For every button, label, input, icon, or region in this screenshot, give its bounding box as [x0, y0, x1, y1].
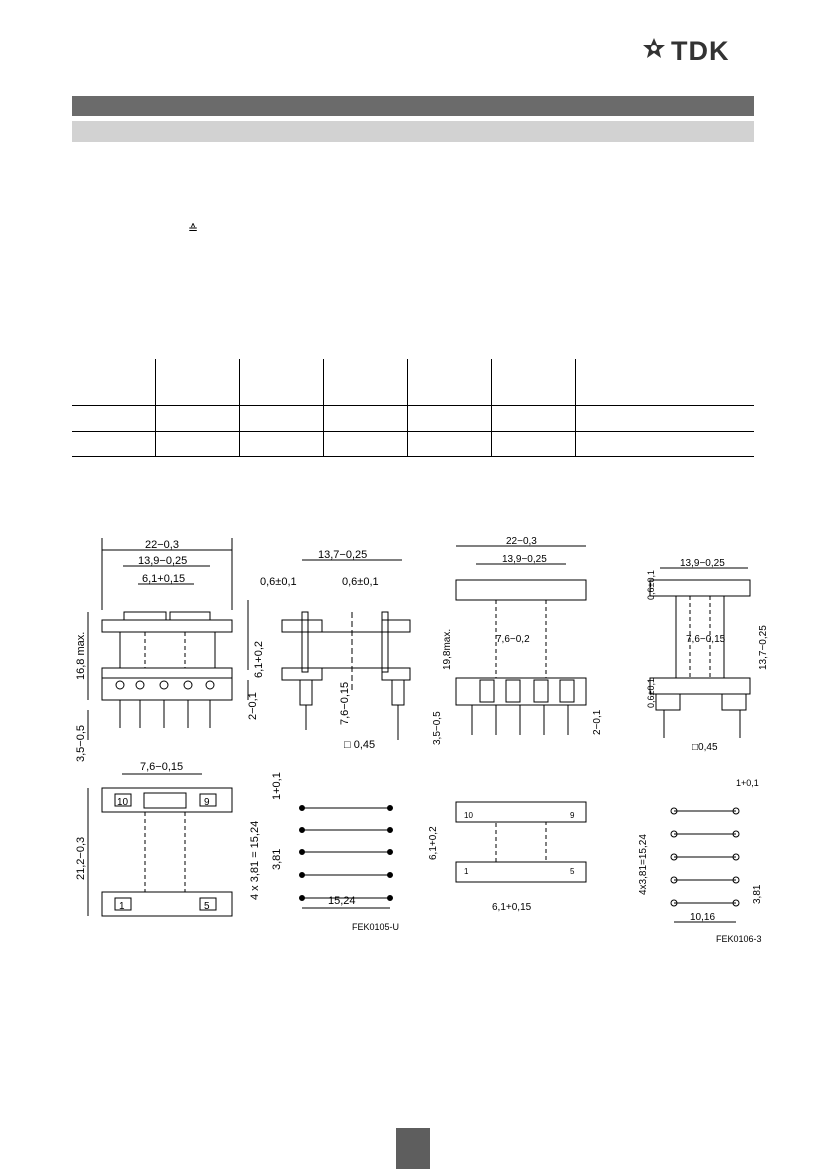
table-cell	[575, 431, 754, 457]
table-cell	[72, 359, 156, 406]
dim-inner: 13,9−0,25	[138, 555, 187, 567]
side-left: 0,6±0,1	[260, 576, 297, 588]
side-right: 0,6±0,1	[342, 576, 379, 588]
table-cell	[155, 431, 240, 457]
right-front-view: 22−0,3 13,9−0,25 7,6−0,2 19,8max. 3,5−0,…	[432, 536, 603, 745]
r-side-top: 0,6±0,1	[646, 570, 656, 600]
subtitle-bar	[72, 121, 754, 142]
top-core: 7,6−0,15	[140, 761, 183, 773]
grid-total: 4 x 3,81 = 15,24	[249, 821, 261, 900]
left-top-view: 7,6−0,15 10 9 1 5 21,2−0,3	[75, 761, 233, 917]
table-cell	[575, 405, 754, 432]
r-dim-inner: 13,9−0,25	[502, 554, 547, 565]
pin-label-9: 9	[204, 797, 210, 808]
pin-label-5: 5	[204, 901, 210, 912]
dim-height: 16,8 max.	[75, 632, 87, 680]
table-cell	[155, 405, 240, 432]
r-side-core: 7,6−0,15	[686, 634, 726, 645]
r-dim-flange: 2−0,1	[592, 709, 603, 735]
table-cell	[239, 359, 324, 406]
grid-pitch: 3,81	[271, 849, 283, 870]
r-side-bottom: 0,6±0,1	[646, 678, 656, 708]
grid-width: 15,24	[328, 895, 356, 907]
corresponds-symbol: ≙	[188, 222, 199, 236]
r-pin-label-1: 1	[464, 867, 469, 876]
tdk-wordmark: TDK	[671, 36, 730, 66]
r-dim-height: 19,8max.	[442, 629, 453, 670]
pin-label-1: 1	[119, 901, 125, 912]
right-side-view: 13,9−0,25 7,6−0,15 0,6±0,1 13,7−0,25 0,6…	[646, 558, 769, 753]
dim-pin-span: 6,1+0,15	[142, 573, 185, 585]
top-depth: 21,2−0,3	[75, 837, 87, 880]
table-cell	[72, 405, 156, 432]
r-top-left-depth: 6,1+0,2	[428, 826, 439, 860]
r-dim-width: 22−0,3	[506, 536, 537, 547]
grid-offset: 1+0,1	[271, 772, 283, 800]
r-side-width: 13,9−0,25	[680, 558, 725, 569]
r-top-core: 6,1+0,15	[492, 902, 532, 913]
left-pin-grid: 1+0,1 4 x 3,81 = 15,24 3,81 15,24 FEK010…	[249, 772, 399, 932]
table-header-row	[72, 359, 754, 406]
table-cell	[72, 431, 156, 457]
table-row	[72, 431, 754, 457]
r-grid-total: 4x3,81=15,24	[638, 834, 649, 895]
r-grid-width: 10,16	[690, 912, 715, 923]
side-pin: □ 0,45	[344, 739, 375, 751]
right-pin-grid: 1+0,1 4x3,81=15,24 3,81 10,16 FEK0106-3	[638, 778, 763, 944]
table-row	[72, 405, 754, 432]
table-cell	[155, 359, 240, 406]
table-cell	[407, 405, 492, 432]
table-cell	[323, 405, 408, 432]
side-core: 7,6−0,15	[339, 682, 351, 725]
tdk-logo-mark	[643, 38, 665, 58]
r-drawing-code: FEK0106-3	[716, 934, 762, 944]
r-dim-pin-len: 3,5−0,5	[432, 711, 443, 745]
r-side-height: 13,7−0,25	[758, 625, 769, 670]
spec-table	[72, 359, 754, 457]
dim-pin-length: 3,5−0,5	[75, 725, 87, 762]
table-cell	[491, 431, 576, 457]
table-cell	[491, 405, 576, 432]
r-side-pin: □0,45	[692, 742, 718, 753]
dim-width: 22−0,3	[145, 539, 179, 551]
dim-flange: 2−0,1	[247, 692, 259, 720]
r-grid-offset: 1+0,1	[736, 778, 759, 788]
table-cell	[407, 359, 492, 406]
right-top-view: 10 9 1 5 6,1+0,2 6,1+0,15	[428, 801, 587, 913]
table-cell	[239, 431, 324, 457]
drawing-code: FEK0105-U	[352, 922, 399, 932]
dim-core: 6,1+0,2	[253, 641, 265, 678]
tdk-logo: TDK	[641, 36, 756, 66]
left-front-view: 22−0,3 13,9−0,25 6,1+0,15 16,8 max. 3,5−…	[75, 538, 265, 762]
table-cell	[576, 359, 755, 406]
side-width: 13,7−0,25	[318, 549, 367, 561]
r-pin-label-10: 10	[464, 811, 473, 820]
table-cell	[323, 431, 408, 457]
pin-label-10: 10	[117, 797, 129, 808]
table-cell	[239, 405, 324, 432]
r-dim-core: 7,6−0,2	[496, 634, 530, 645]
left-side-view: 13,7−0,25 0,6±0,1 0,6±0,1 7,6−0,15 □ 0,4…	[260, 549, 411, 751]
page-number-block	[396, 1128, 430, 1169]
table-cell	[491, 359, 576, 406]
r-pin-label-9: 9	[570, 811, 575, 820]
r-pin-label-5: 5	[570, 867, 575, 876]
table-cell	[323, 359, 408, 406]
table-cell	[407, 431, 492, 457]
r-grid-pitch: 3,81	[752, 884, 763, 904]
technical-drawings: 22−0,3 13,9−0,25 6,1+0,15 16,8 max. 3,5−…	[75, 536, 769, 944]
title-bar	[72, 96, 754, 116]
